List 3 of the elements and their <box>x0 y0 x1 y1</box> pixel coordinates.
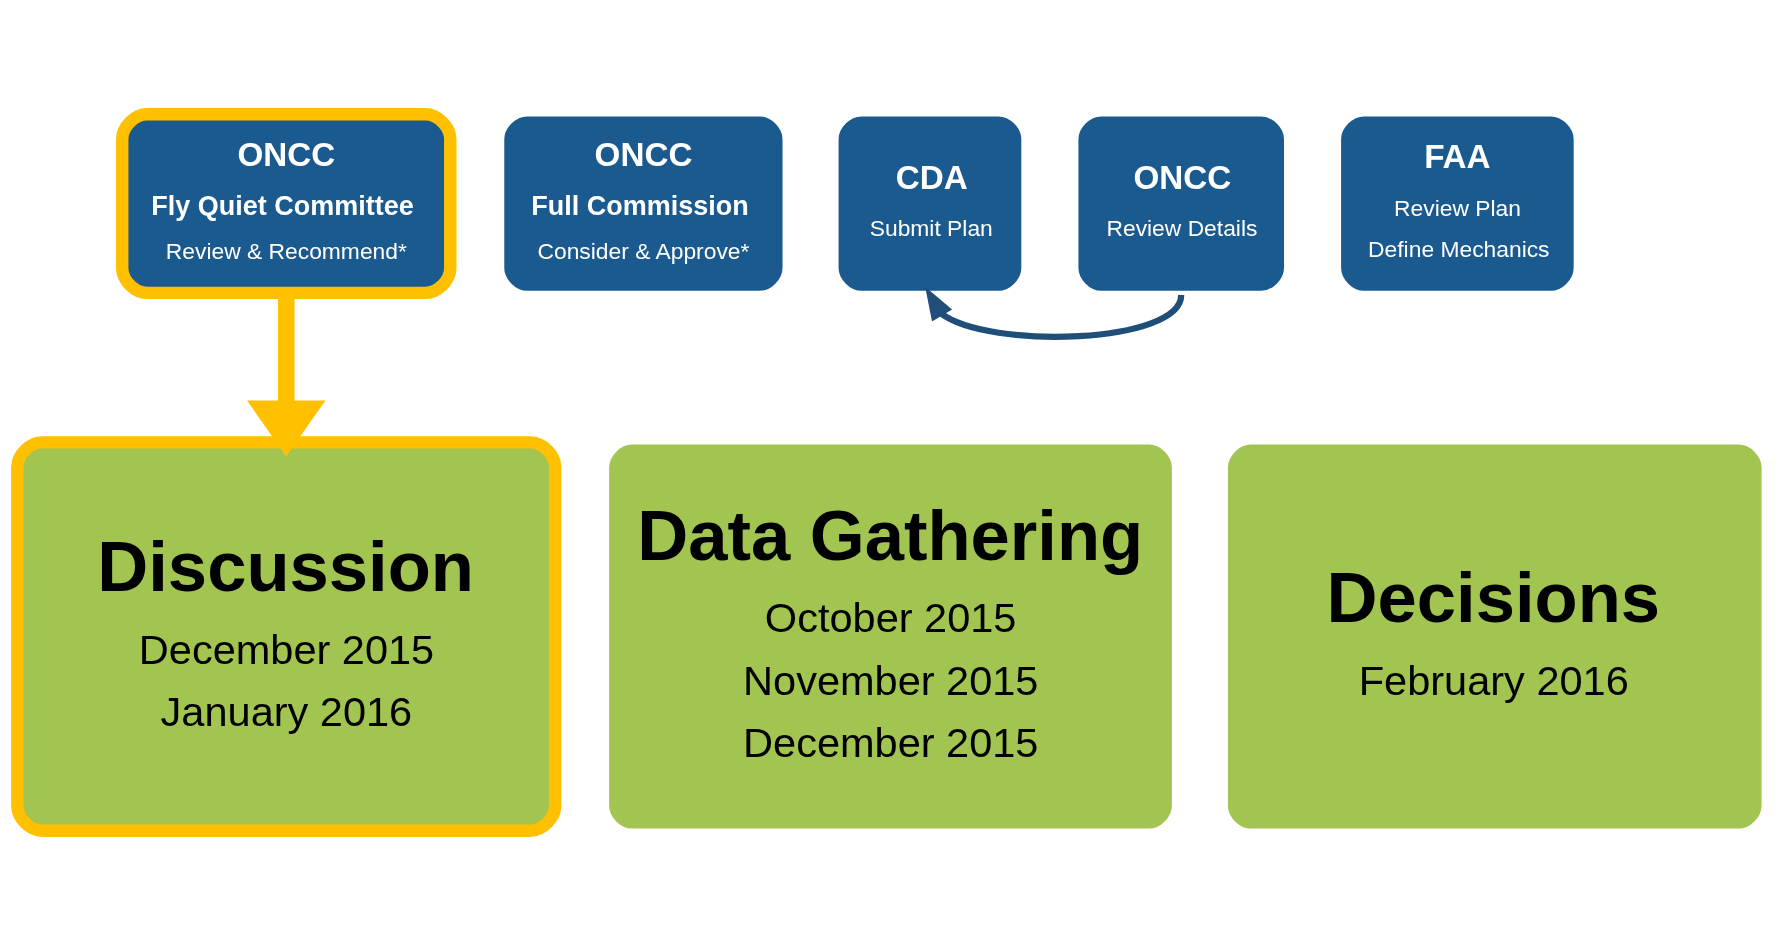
node-box: Discussion December 2015 January 2016 <box>11 435 562 837</box>
arrow <box>925 286 1185 340</box>
node-box: ONCC Fly Quiet Committee Review & Recommend* <box>115 107 457 299</box>
